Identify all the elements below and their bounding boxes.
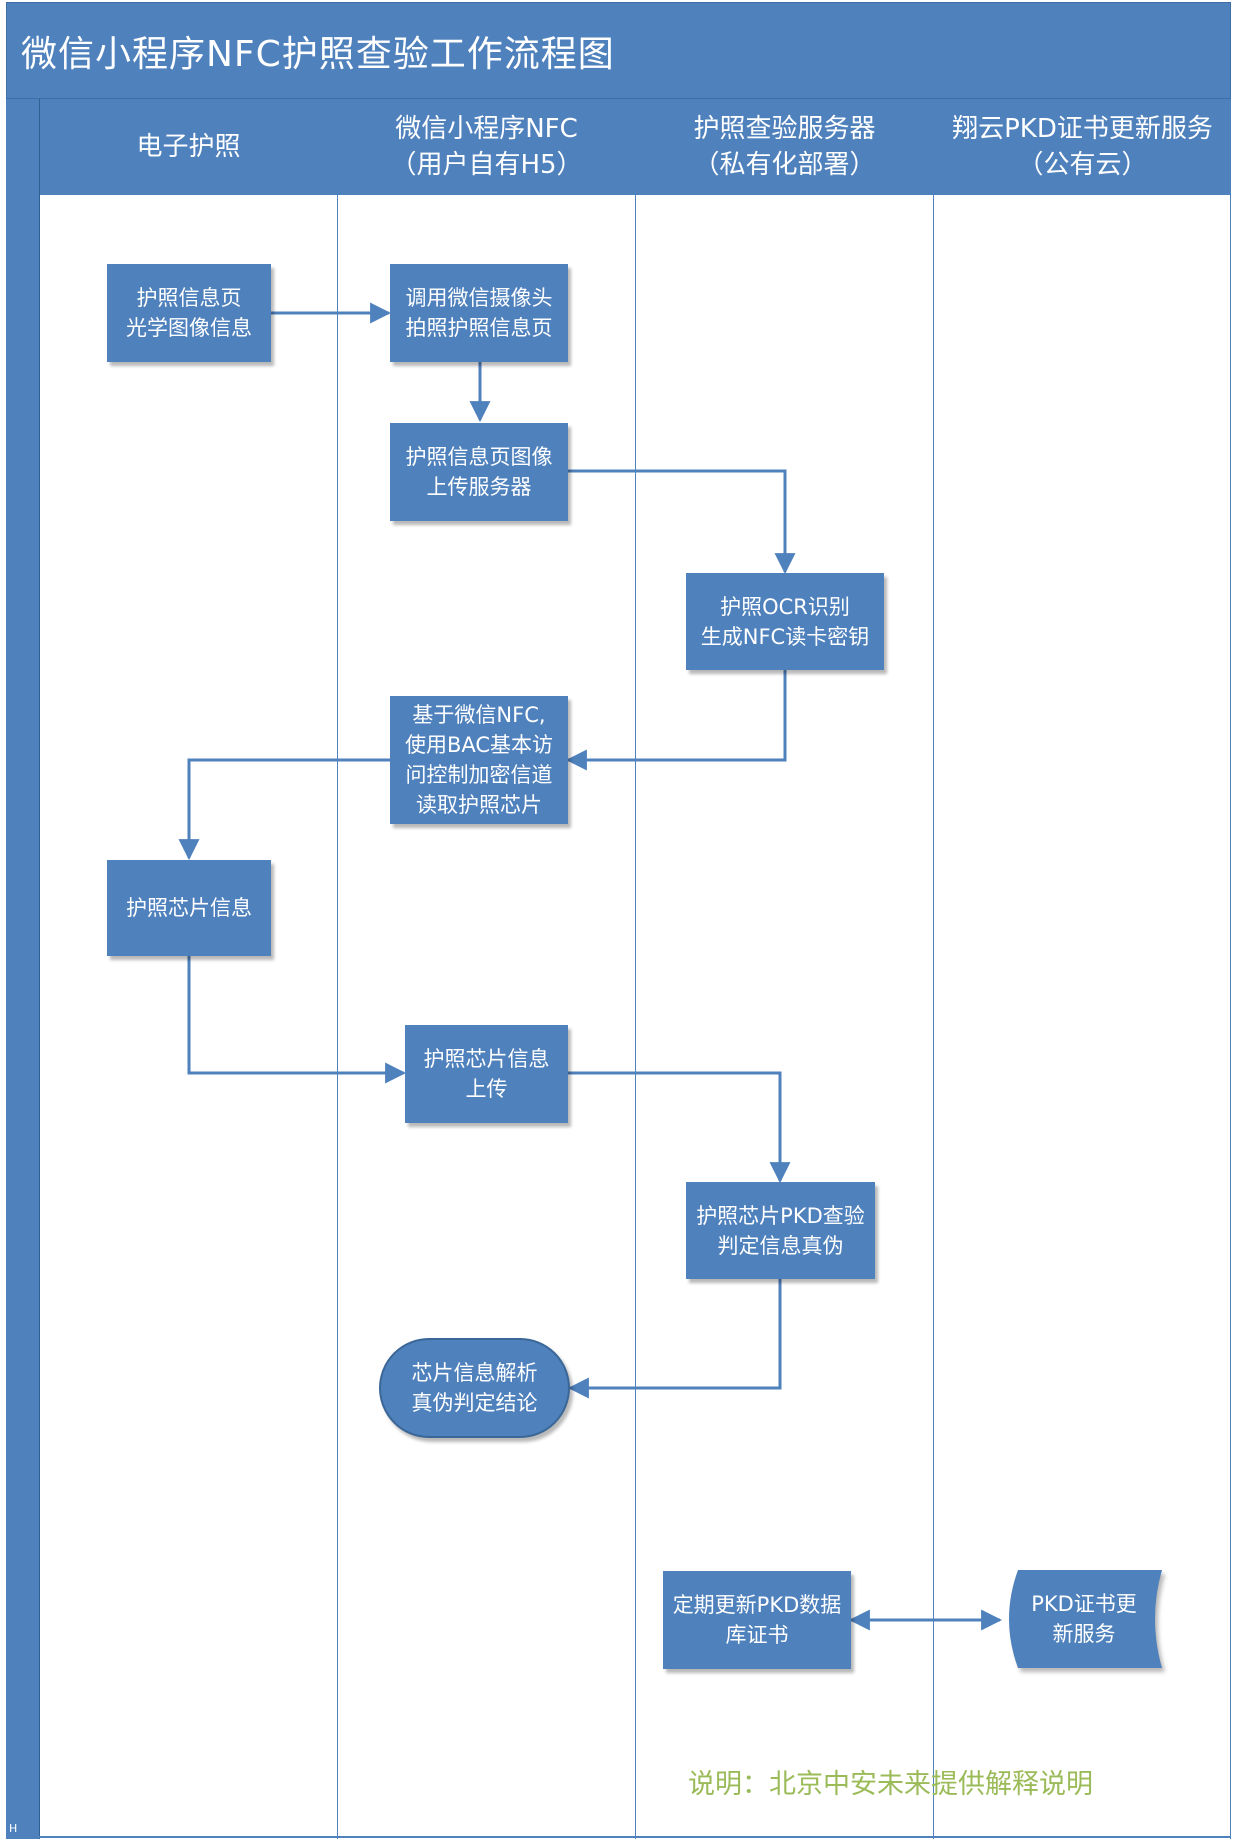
node-text-line: 读取护照芯片 [416, 793, 542, 817]
node-text-line: 护照芯片信息 [126, 896, 252, 920]
node-text-line: 护照OCR识别 [720, 594, 850, 619]
arrow-n4-to-n5 [565, 670, 787, 771]
arrow-n3-to-n4 [568, 469, 796, 575]
node-passport-optical-info[interactable]: 护照信息页 光学图像信息 [107, 264, 271, 362]
diagram-title: 微信小程序NFC护照查验工作流程图 [21, 34, 615, 75]
node-upload-image[interactable]: 护照信息页图像 上传服务器 [390, 423, 568, 521]
node-text-line: 生成NFC读卡密钥 [700, 624, 870, 649]
node-call-camera[interactable]: 调用微信摄像头 拍照护照信息页 [390, 264, 568, 362]
lane-header-line2: （私有化部署） [693, 150, 876, 180]
node-update-pkd-db[interactable]: 定期更新PKD数据 库证书 [663, 1571, 851, 1669]
node-text-line: 真伪判定结论 [411, 1391, 538, 1415]
lane-header-pkd-service: 翔云PKD证书更新服务 （公有云） [934, 99, 1231, 195]
node-text-line: 护照信息页 [136, 286, 242, 310]
lane-header-line1: 护照查验服务器 [693, 114, 876, 144]
arrow-n6-to-n7 [187, 956, 407, 1084]
lane-header-wechat-nfc: 微信小程序NFC （用户自有H5） [338, 99, 635, 195]
node-text-line: 库证书 [725, 1623, 789, 1647]
footnote: 说明：北京中安未来提供解释说明 [688, 1769, 1093, 1800]
node-text-line: 护照芯片PKD查验 [696, 1203, 865, 1228]
node-pkd-update-service-label: PKD证书更 新服务 [1010, 1570, 1158, 1668]
node-text-line: PKD证书更 [1031, 1592, 1137, 1616]
node-text-line: 上传服务器 [426, 475, 532, 499]
lane-header-line2: （公有云） [1017, 150, 1148, 180]
arrow-n7-to-n8 [568, 1071, 791, 1184]
lane-header-line1: 微信小程序NFC [395, 114, 578, 144]
arrow-n5-to-n6 [178, 758, 390, 861]
lane-header-passport: 电子护照 [40, 99, 337, 195]
node-text-line: 使用BAC基本访 [404, 733, 554, 757]
node-text-line: 判定信息真伪 [717, 1233, 844, 1258]
node-text-line: 护照信息页图像 [405, 445, 553, 469]
node-text-line: 问控制加密信道 [405, 763, 553, 787]
node-text-line: 定期更新PKD数据 [672, 1593, 842, 1617]
pool-left-strip: H [6, 99, 40, 1839]
node-pkd-verify[interactable]: 护照芯片PKD查验 判定信息真伪 [686, 1182, 875, 1279]
node-ocr-key[interactable]: 护照OCR识别 生成NFC读卡密钥 [686, 573, 884, 670]
node-text-line: 光学图像信息 [126, 316, 252, 340]
node-pkd-update-service-shape[interactable] [1000, 1568, 1170, 1672]
node-upload-chip-info[interactable]: 护照芯片信息 上传 [405, 1025, 568, 1123]
lane-header-line2: （用户自有H5） [390, 150, 583, 180]
arrow-n8-to-n9 [567, 1279, 782, 1399]
lane-divider [337, 99, 338, 1839]
node-result-terminator[interactable]: 芯片信息解析 真伪判定结论 [379, 1338, 570, 1438]
node-chip-info[interactable]: 护照芯片信息 [107, 860, 271, 956]
lane-divider [1230, 99, 1231, 1839]
lane-header-line1: 翔云PKD证书更新服务 [952, 114, 1213, 144]
lane-divider [635, 99, 636, 1839]
lane-header-verify-server: 护照查验服务器 （私有化部署） [636, 99, 933, 195]
strip-mark: H [9, 1822, 18, 1835]
node-text-line: 新服务 [1052, 1622, 1116, 1646]
pool-bottom-border [6, 1836, 1231, 1838]
node-text-line: 调用微信摄像头 [405, 286, 553, 310]
node-text-line: 芯片信息解析 [411, 1361, 538, 1385]
node-text-line: 拍照护照信息页 [405, 316, 553, 340]
node-text-line: 护照芯片信息 [423, 1047, 550, 1071]
node-text-line: 上传 [465, 1077, 508, 1101]
node-text-line: 基于微信NFC, [412, 703, 546, 727]
lane-header-line1: 电子护照 [136, 132, 241, 162]
title-band: 微信小程序NFC护照查验工作流程图 [6, 2, 1231, 99]
lane-divider [933, 99, 934, 1839]
node-read-chip-bac[interactable]: 基于微信NFC, 使用BAC基本访 问控制加密信道 读取护照芯片 [390, 696, 568, 824]
